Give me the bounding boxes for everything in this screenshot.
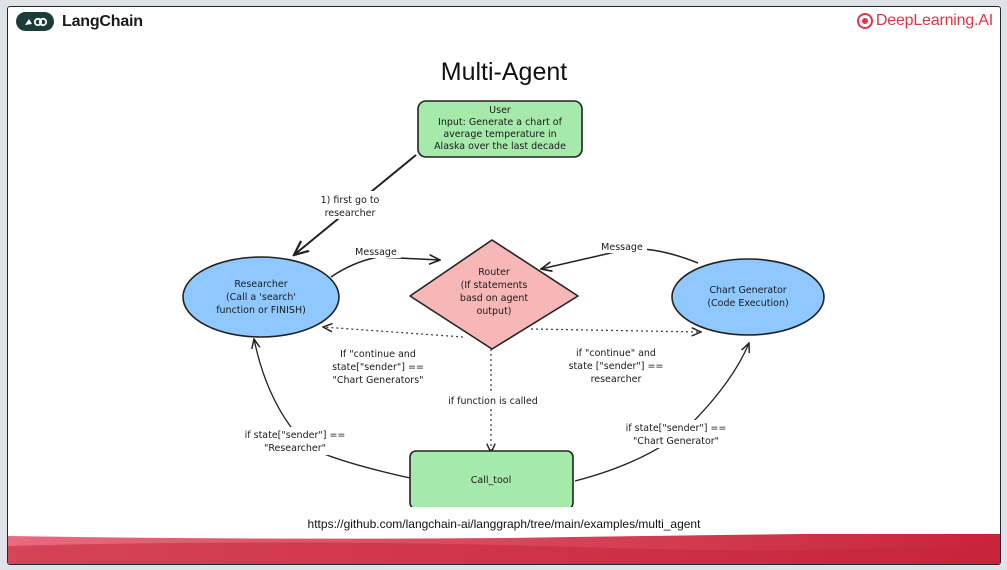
label-message-right-text: Message bbox=[601, 242, 643, 253]
edge-researcher-router bbox=[330, 257, 440, 278]
label-function-called: if function is called bbox=[438, 393, 548, 407]
label-continue-right-line-2: state ["sender"] == bbox=[569, 361, 664, 372]
dl-ai-icon bbox=[856, 13, 873, 29]
node-router-line-4: output) bbox=[476, 306, 511, 317]
label-sender-chart-line-2: "Chart Generator" bbox=[633, 436, 719, 447]
label-first-go-line-1: 1) first go to bbox=[321, 195, 380, 206]
deeplearning-wordmark: DeepLearning.AI bbox=[875, 12, 993, 29]
node-user-line-4: Alaska over the last decade bbox=[434, 141, 566, 152]
page-title: Multi-Agent bbox=[440, 58, 568, 86]
node-router-line-3: basd on agent bbox=[460, 293, 528, 304]
node-chart-generator-line-2: (Code Execution) bbox=[707, 298, 788, 309]
node-user-line-3: average temperature in bbox=[443, 129, 556, 140]
langchain-logo: LangChain bbox=[16, 12, 143, 31]
label-message-right: Message bbox=[597, 240, 647, 253]
label-continue-left: If "continue and state["sender"] == "Cha… bbox=[324, 345, 434, 387]
node-researcher-line-3: function or FINISH) bbox=[216, 305, 306, 316]
node-call-tool: Call_tool bbox=[409, 450, 574, 507]
label-sender-researcher-line-1: if state["sender"] == bbox=[245, 430, 346, 441]
deeplearning-logo: DeepLearning.AI bbox=[856, 12, 993, 30]
label-first-go: 1) first go to researcher bbox=[308, 191, 392, 219]
node-chart-generator-line-1: Chart Generator bbox=[709, 285, 786, 296]
node-user-line-2: Input: Generate a chart of bbox=[438, 117, 563, 128]
node-router-line-2: (If statements bbox=[461, 280, 528, 291]
edge-router-chart-dotted bbox=[530, 329, 701, 332]
node-chart-generator: Chart Generator (Code Execution) bbox=[671, 258, 825, 336]
label-continue-left-line-3: "Chart Generators" bbox=[332, 375, 423, 386]
node-user-line-1: User bbox=[489, 105, 511, 116]
node-call-tool-label: Call_tool bbox=[471, 475, 511, 486]
node-router: Router (If statements basd on agent outp… bbox=[409, 239, 579, 350]
node-researcher: Researcher (Call a 'search' function or … bbox=[182, 256, 340, 338]
label-continue-right-line-3: researcher bbox=[591, 374, 642, 385]
label-sender-researcher-line-2: "Researcher" bbox=[264, 443, 326, 454]
parrot-link-icon bbox=[16, 12, 54, 31]
label-sender-researcher: if state["sender"] == "Researcher" bbox=[240, 427, 350, 455]
label-continue-left-line-1: If "continue and bbox=[340, 349, 416, 360]
footer-band bbox=[8, 534, 1000, 564]
langchain-wordmark: LangChain bbox=[62, 12, 143, 30]
node-researcher-line-1: Researcher bbox=[234, 279, 287, 290]
label-message-left: Message bbox=[351, 245, 401, 258]
slide: LangChain DeepLearning.AI Multi-Agent Us… bbox=[7, 6, 1001, 565]
node-researcher-line-2: (Call a 'search' bbox=[226, 292, 296, 303]
label-message-left-text: Message bbox=[355, 247, 397, 258]
label-continue-right-line-1: if "continue" and bbox=[576, 348, 656, 359]
label-continue-right: if "continue" and state ["sender"] == re… bbox=[561, 344, 673, 386]
source-url: https://github.com/langchain-ai/langgrap… bbox=[307, 517, 701, 531]
edge-router-researcher-dotted bbox=[323, 327, 464, 338]
node-router-line-1: Router bbox=[478, 267, 510, 278]
agent-diagram: User Input: Generate a chart of average … bbox=[182, 100, 825, 507]
node-user: User Input: Generate a chart of average … bbox=[417, 100, 583, 158]
label-sender-chart: if state["sender"] == "Chart Generator" bbox=[621, 420, 731, 448]
label-continue-left-line-2: state["sender"] == bbox=[332, 362, 424, 373]
label-function-called-text: if function is called bbox=[448, 396, 538, 407]
label-first-go-line-2: researcher bbox=[325, 208, 376, 219]
label-sender-chart-line-1: if state["sender"] == bbox=[626, 423, 727, 434]
